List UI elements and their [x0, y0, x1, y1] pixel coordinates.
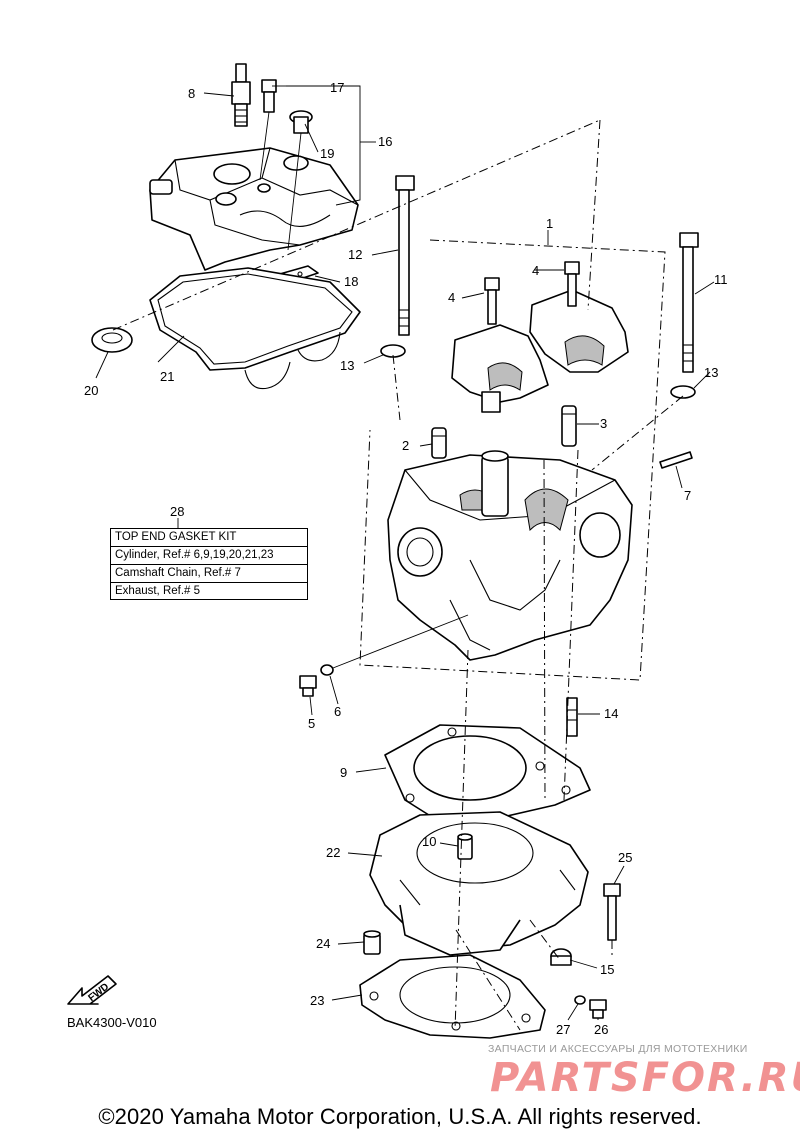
cylinder-head-cover[interactable] [149, 147, 359, 271]
copyright-notice: ©2020 Yamaha Motor Corporation, U.S.A. A… [98, 1104, 702, 1129]
cylinder-base-gasket[interactable] [359, 954, 546, 1039]
exhaust-bolt[interactable] [299, 675, 317, 697]
callout-13-left: 13 [340, 358, 354, 373]
kit-line-cylinder: Cylinder, Ref.# 6,9,19,20,21,23 [111, 547, 307, 565]
callout-5: 5 [308, 716, 315, 731]
callout-27: 27 [556, 1022, 570, 1037]
watermark-logo: PARTSFOR.RU [490, 1055, 800, 1101]
kit-line-camshaft: Camshaft Chain, Ref.# 7 [111, 565, 307, 583]
callout-23: 23 [310, 993, 324, 1008]
callout-9: 9 [340, 765, 347, 780]
callout-18: 18 [344, 274, 358, 289]
stud-14[interactable] [566, 697, 578, 737]
callout-8: 8 [188, 86, 195, 101]
callout-14: 14 [604, 706, 618, 721]
callout-24: 24 [316, 936, 330, 951]
cylinder-head-gasket[interactable] [384, 724, 591, 823]
cylinder-block[interactable] [369, 811, 589, 956]
callout-21: 21 [160, 369, 174, 384]
callout-26: 26 [594, 1022, 608, 1037]
watermark-tagline: ЗАПЧАСТИ И АКСЕССУАРЫ ДЛЯ МОТОТЕХНИКИ [488, 1043, 748, 1055]
bolt-25[interactable] [603, 883, 621, 941]
callout-13-right: 13 [704, 365, 718, 380]
gasket-kit-box: TOP END GASKET KIT Cylinder, Ref.# 6,9,1… [110, 528, 308, 600]
callout-16: 16 [378, 134, 392, 149]
nut-15[interactable] [550, 948, 572, 966]
washer-13-right[interactable] [670, 385, 696, 399]
diagram-code: BAK4300-V010 [67, 1015, 157, 1030]
bolt-26[interactable] [589, 999, 607, 1019]
cylinder-head[interactable] [387, 450, 633, 661]
camshaft-cap-front[interactable] [451, 324, 549, 413]
kit-line-exhaust: Exhaust, Ref.# 5 [115, 585, 201, 597]
stud-bolt-11[interactable] [679, 232, 699, 373]
forward-arrow-icon: FWD [67, 975, 117, 1005]
callout-12: 12 [348, 247, 362, 262]
callout-22: 22 [326, 845, 340, 860]
copper-washer[interactable] [320, 664, 334, 676]
cover-bolt[interactable] [259, 79, 277, 181]
callout-6: 6 [334, 704, 341, 719]
valve-guide-2[interactable] [431, 427, 447, 459]
callout-4-right: 4 [532, 263, 539, 278]
callout-10: 10 [422, 834, 436, 849]
seal-washer[interactable] [91, 327, 133, 353]
callout-11: 11 [714, 272, 728, 287]
valve-guide-3[interactable] [561, 405, 577, 447]
spark-plug[interactable] [231, 63, 251, 127]
stud-bolt-7[interactable] [659, 451, 693, 469]
cap-bolt-left[interactable] [484, 277, 500, 325]
callout-15: 15 [600, 962, 614, 977]
washer-27[interactable] [574, 995, 586, 1005]
callout-2: 2 [402, 438, 409, 453]
callout-3: 3 [600, 416, 607, 431]
dowel-pin-24[interactable] [363, 930, 381, 955]
dowel-pin[interactable] [457, 833, 473, 860]
callout-17: 17 [330, 80, 344, 95]
cover-gasket[interactable] [149, 267, 361, 390]
callout-28: 28 [170, 504, 184, 519]
callout-20: 20 [84, 383, 98, 398]
kit-title: TOP END GASKET KIT [111, 529, 307, 547]
callout-7: 7 [684, 488, 691, 503]
callout-1: 1 [546, 216, 553, 231]
grommet[interactable] [287, 110, 313, 251]
callout-25: 25 [618, 850, 632, 865]
stud-bolt-12[interactable] [395, 175, 415, 336]
camshaft-cap-rear[interactable] [529, 289, 629, 373]
cap-bolt-right[interactable] [564, 261, 580, 307]
callout-19: 19 [320, 146, 334, 161]
callout-4-left: 4 [448, 290, 455, 305]
